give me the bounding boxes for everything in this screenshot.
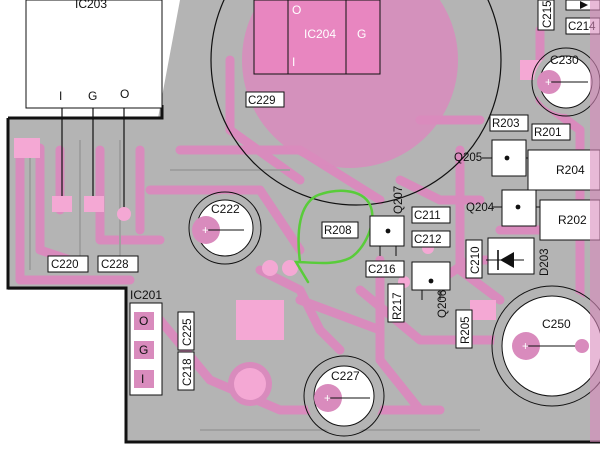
q207-label: Q207 — [393, 186, 405, 214]
c210-label: C210 — [470, 247, 482, 275]
ic204-pin-i: I — [292, 55, 295, 69]
ic204-label: IC204 — [304, 27, 336, 41]
ic201-pin-i: I — [141, 372, 144, 386]
ic201-label: IC201 — [130, 288, 162, 302]
ic204-footprint-circle — [210, 0, 502, 206]
ic203-label: IC203 — [75, 0, 107, 11]
c230-plus: + — [545, 77, 552, 89]
ic203-pin-o: O — [120, 87, 129, 101]
c227: + C227 — [303, 355, 385, 437]
d203-label: D203 — [539, 249, 551, 277]
c220-label: C220 — [51, 259, 79, 271]
c225-label: C225 — [182, 319, 194, 347]
c227-plus: + — [324, 393, 331, 405]
c214-label: C214 — [568, 21, 596, 33]
c250-label: C250 — [542, 317, 571, 331]
trace-separators — [29, 140, 480, 431]
ic201-pin-g: G — [139, 343, 148, 357]
r204-label: R204 — [556, 163, 585, 177]
ic203-pin-i: I — [59, 89, 62, 103]
ic204: IC204 O G I — [253, 0, 381, 75]
c222-plus: + — [202, 225, 209, 237]
c230-label: C230 — [550, 53, 579, 67]
ic204-pin-g: G — [357, 27, 366, 41]
c212-label: C212 — [414, 234, 442, 246]
q204-label: Q204 — [466, 202, 495, 214]
c228-label: C228 — [101, 259, 129, 271]
ic203-body — [25, 0, 163, 109]
c229-label: C229 — [248, 95, 276, 107]
c211-label: C211 — [414, 210, 441, 222]
d203: D203 — [486, 237, 551, 277]
q205-label: Q205 — [454, 152, 482, 164]
q207: Q207 — [369, 186, 405, 256]
ic203-leads — [61, 108, 125, 210]
q206-label: Q206 — [437, 290, 449, 318]
q206: Q206 — [411, 261, 451, 318]
c250-plus: + — [522, 341, 529, 353]
c222-label: C222 — [211, 202, 240, 216]
c216-label: C216 — [368, 264, 396, 276]
c214-diode-mark — [565, 0, 600, 11]
c230: + C230 — [531, 47, 600, 117]
r208-label: R208 — [324, 225, 352, 237]
c218-label: C218 — [182, 359, 194, 387]
r203-label: R203 — [492, 118, 520, 130]
r202-label: R202 — [558, 213, 587, 227]
right-edge-trace — [590, 0, 600, 442]
c222: + C222 — [188, 191, 262, 265]
ic203-lead-pads — [52, 196, 131, 221]
q204: Q204 — [466, 189, 542, 227]
board-outline — [6, 105, 600, 444]
r217-label: R217 — [392, 293, 404, 321]
highlight-circle — [293, 189, 374, 284]
c227-label: C227 — [331, 369, 360, 383]
ic201-pin-o: O — [139, 314, 148, 328]
c250: + C250 — [491, 285, 600, 407]
ic201: IC201 O G I — [129, 288, 163, 396]
ic204-pin-o: O — [292, 3, 301, 17]
r205-label: R205 — [460, 317, 472, 345]
r201-label: R201 — [534, 127, 562, 139]
ic203-pin-g: G — [88, 89, 97, 103]
q205: Q205 — [454, 139, 532, 177]
c215-label: C215 — [542, 1, 554, 29]
